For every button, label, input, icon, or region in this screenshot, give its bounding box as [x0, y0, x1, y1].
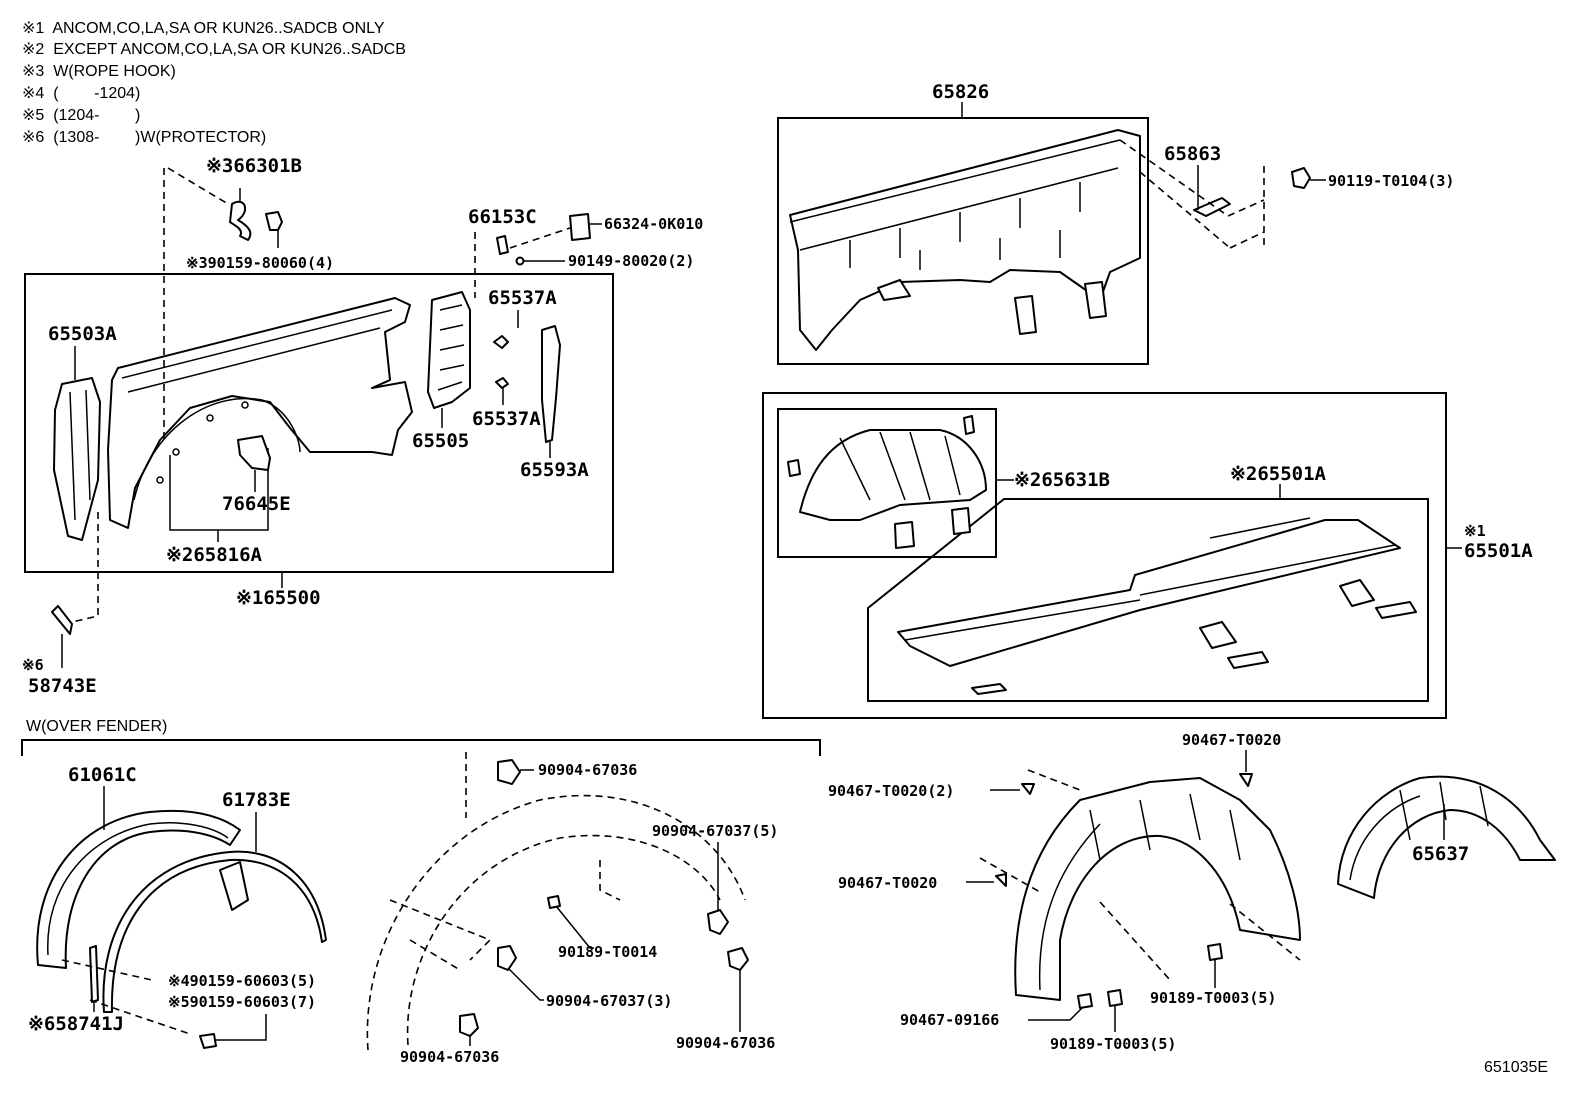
box-65501A-inner	[867, 498, 1429, 702]
part-65631B	[799, 429, 987, 521]
part-65816A-edge	[121, 309, 393, 393]
label-90467-09166: 90467-09166	[900, 1011, 999, 1029]
section-label: W(OVER FENDER)	[26, 718, 167, 735]
label-90189-T0003-r: 90189-T0003(5)	[1150, 989, 1276, 1007]
label-90149: 90149-80020(2)	[568, 252, 694, 270]
part-65637	[1337, 775, 1556, 899]
label-90467-T0020-top: 90467-T0020	[1182, 731, 1281, 749]
box-65826	[777, 117, 1149, 365]
note-4: ※4 ( -1204)	[22, 85, 141, 102]
part-66153C	[496, 235, 509, 255]
label-65637: 65637	[1412, 843, 1469, 865]
note-6: ※6 (1308- )W(PROTECTOR)	[22, 129, 267, 146]
part-90467-T0020-mid	[995, 873, 1007, 887]
part-90904-67037-5	[707, 909, 729, 935]
label-66324: 66324-0K010	[604, 215, 703, 233]
label-90904-67037-5: 90904-67037(5)	[652, 822, 778, 840]
part-76645E	[237, 435, 271, 471]
part-65826	[789, 129, 1141, 351]
box-65500	[24, 273, 614, 573]
label-90159-60603-a: ※490159-60603(5)	[168, 972, 316, 990]
bracket-over-fender	[21, 739, 821, 756]
part-65503A	[53, 377, 101, 541]
part-66301B	[229, 201, 252, 241]
part-61783E	[102, 850, 327, 1013]
label-90189-T0014: 90189-T0014	[558, 943, 657, 961]
part-65816A	[107, 297, 413, 529]
leader-65816A	[169, 448, 269, 531]
label-90467-T0020-mid: 90467-T0020	[838, 874, 937, 892]
ghost-fender-arch	[366, 794, 746, 1051]
label-90159-60603-b: ※590159-60603(7)	[168, 993, 316, 1011]
label-65500: ※165500	[236, 587, 321, 609]
label-65501A-outer: 65501A	[1464, 540, 1533, 562]
label-90904-67036-br: 90904-67036	[676, 1034, 775, 1052]
label-90119: 90119-T0104(3)	[1328, 172, 1454, 190]
part-58741J	[89, 945, 99, 1003]
part-65537A-top	[493, 335, 509, 349]
label-65501A-mark: ※1	[1464, 522, 1486, 540]
part-65505	[427, 291, 471, 409]
label-90159-80060: ※390159-80060(4)	[186, 254, 334, 272]
label-65505: 65505	[412, 430, 469, 452]
label-65863: 65863	[1164, 143, 1221, 165]
part-58743E	[51, 605, 73, 635]
label-65503A: 65503A	[48, 323, 117, 345]
part-90467-09166	[1077, 993, 1093, 1009]
label-66301B: ※366301B	[206, 155, 302, 177]
part-90467-T0020-2	[1021, 783, 1035, 795]
box-65501A-outer	[762, 392, 1447, 719]
part-90159-60603	[199, 1033, 217, 1049]
label-90467-T0020-2: 90467-T0020(2)	[828, 782, 954, 800]
label-65826: 65826	[932, 81, 989, 103]
label-65593A: 65593A	[520, 459, 589, 481]
note-2: ※2 EXCEPT ANCOM,CO,LA,SA OR KUN26..SADCB	[22, 41, 406, 58]
label-66153C: 66153C	[468, 206, 537, 228]
diagram-code: 651035E	[1484, 1059, 1548, 1076]
part-65503A-detail	[69, 389, 91, 521]
part-liner	[1014, 777, 1301, 1001]
part-65863	[1193, 197, 1231, 217]
label-65501A-inner: ※265501A	[1230, 463, 1327, 485]
part-90189-T0003-b	[1107, 989, 1123, 1007]
label-76645E: 76645E	[222, 493, 291, 515]
label-65631B: ※265631B	[1014, 469, 1110, 491]
part-65593A	[541, 325, 561, 443]
part-90119	[1291, 167, 1311, 189]
label-65537A-bot: 65537A	[472, 408, 541, 430]
part-61061C	[36, 809, 241, 969]
note-1: ※1 ANCOM,CO,LA,SA OR KUN26..SADCB ONLY	[22, 20, 385, 37]
part-90467-T0020-top	[1239, 773, 1253, 787]
note-3: ※3 W(ROPE HOOK)	[22, 63, 176, 80]
note-5: ※5 (1204- )	[22, 107, 141, 124]
part-90159-80060	[265, 211, 283, 231]
label-61061C: 61061C	[68, 764, 137, 786]
dash-rope-hook	[163, 167, 229, 444]
label-58743E-mark: ※6	[22, 656, 44, 674]
part-90904-67036-bl	[459, 1013, 479, 1037]
label-65816A: ※265816A	[166, 544, 263, 566]
label-90904-67036-top: 90904-67036	[538, 761, 637, 779]
label-65537A-top: 65537A	[488, 287, 557, 309]
label-58741J: ※658741J	[28, 1013, 124, 1035]
box-65631B	[777, 408, 997, 558]
label-90904-67036-bl: 90904-67036	[400, 1048, 499, 1066]
label-58743E: 58743E	[28, 675, 97, 697]
part-90904-67037-3	[497, 945, 517, 971]
part-90189-T0014	[547, 895, 561, 909]
label-90189-T0003-b: 90189-T0003(5)	[1050, 1035, 1176, 1053]
part-90189-T0003-r	[1207, 943, 1223, 961]
label-90904-67037-3: 90904-67037(3)	[546, 992, 672, 1010]
part-66324	[569, 213, 591, 241]
part-65816A-arch	[133, 397, 301, 501]
part-90904-67036-top	[497, 759, 521, 785]
part-90904-67036-br	[727, 947, 749, 971]
part-65537A-bot	[495, 377, 509, 389]
part-90149	[515, 256, 525, 266]
label-61783E: 61783E	[222, 789, 291, 811]
